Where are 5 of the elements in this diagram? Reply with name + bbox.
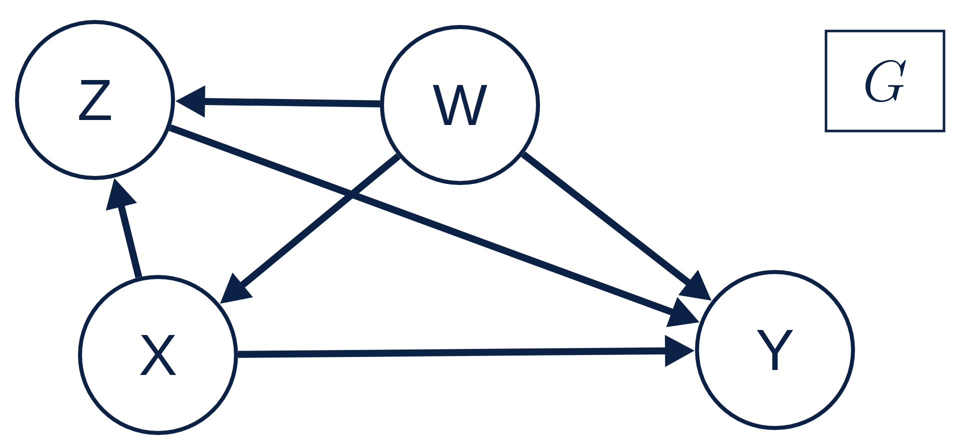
formula-box: $G$ — [824, 30, 946, 132]
circle-node: Z — [15, 20, 175, 180]
circle-node: X — [78, 275, 238, 435]
circle-node: W — [380, 25, 540, 185]
circle-node: Y — [695, 270, 855, 430]
